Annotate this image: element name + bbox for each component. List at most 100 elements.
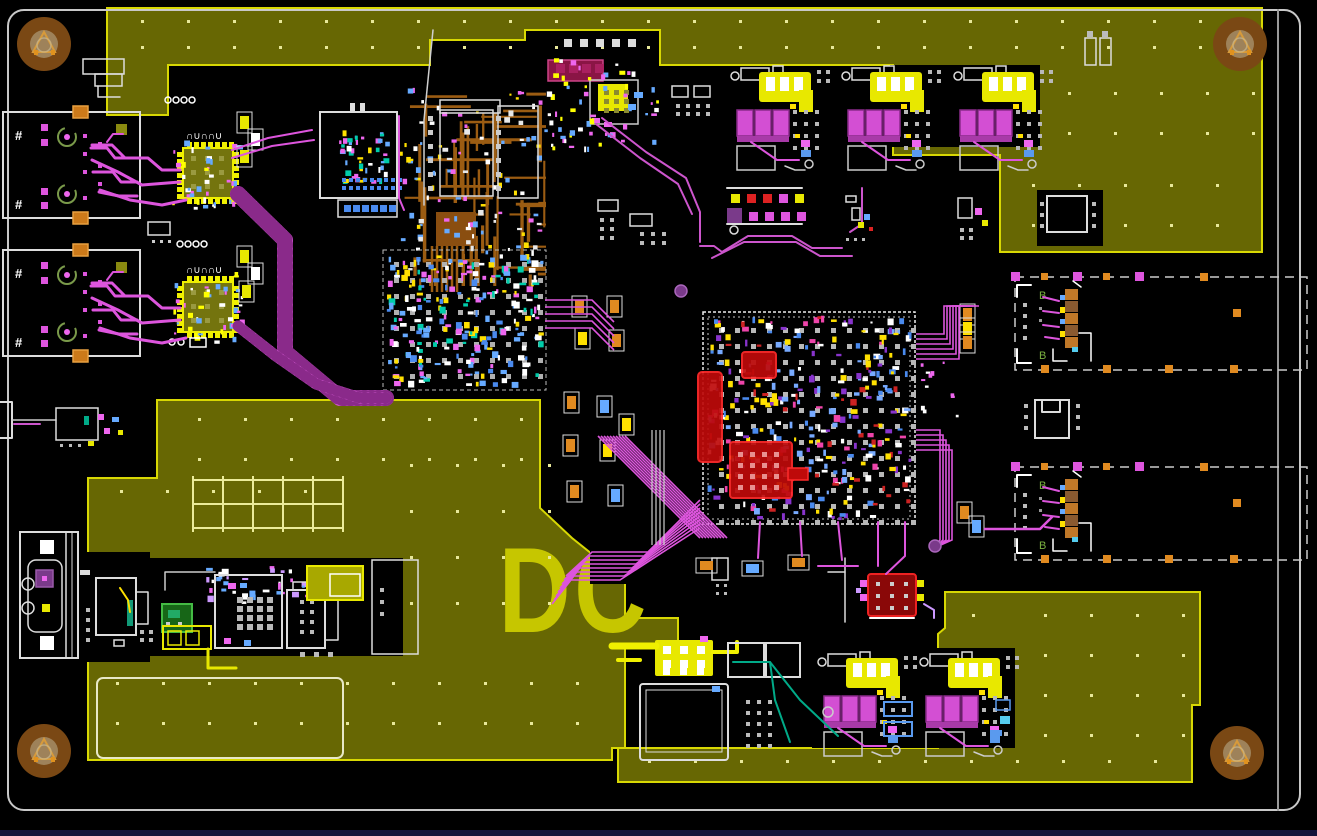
pour-thermal-dots bbox=[693, 20, 696, 23]
cpu-bga-routing bbox=[418, 285, 422, 291]
cluster-ic-pad bbox=[983, 663, 992, 677]
main-bga-balls bbox=[799, 520, 804, 525]
pour-thermal-dots bbox=[739, 46, 742, 49]
main-bga-routing bbox=[724, 415, 729, 421]
misc-bits bbox=[950, 393, 955, 397]
shield-box-parts bbox=[355, 140, 359, 145]
edge-pad bbox=[1233, 499, 1241, 507]
ddr-parts-noise bbox=[505, 177, 510, 183]
main-bga-balls bbox=[895, 328, 900, 333]
pour-thermal-dots bbox=[1124, 184, 1127, 187]
shield-box-parts bbox=[350, 148, 355, 154]
edge-conn-bracket bbox=[1016, 538, 1032, 554]
phy-decoupling bbox=[191, 147, 194, 154]
cluster-bit bbox=[801, 140, 810, 147]
cpu-bga-routing bbox=[443, 314, 447, 320]
misc-bits bbox=[920, 405, 925, 411]
silkscreen-bracket bbox=[97, 85, 121, 98]
edge-pad bbox=[1041, 555, 1049, 563]
rj45-pad bbox=[41, 188, 48, 195]
main-bga-routing bbox=[767, 330, 773, 334]
cluster-magenta-pad bbox=[961, 695, 979, 723]
cpu-bga-routing bbox=[420, 376, 426, 379]
silkscreen-circle bbox=[188, 96, 196, 104]
cpu-bga-routing bbox=[434, 362, 441, 366]
main-bga-balls bbox=[831, 456, 836, 461]
dc-power-jack bbox=[19, 531, 79, 659]
cpu-bga-routing bbox=[519, 332, 525, 336]
cpu-bga-routing bbox=[528, 267, 536, 273]
main-bga-routing bbox=[824, 463, 828, 469]
big-silk-box-inner bbox=[645, 689, 723, 753]
main-bga-balls bbox=[879, 376, 884, 381]
pour-thermal-dots bbox=[346, 722, 349, 725]
main-bga-routing bbox=[811, 350, 815, 357]
yellow-highlight-trace bbox=[711, 640, 739, 654]
trace bbox=[398, 115, 405, 211]
cpu-bga-routing bbox=[392, 341, 398, 348]
edge-connector-1: BB bbox=[1011, 272, 1308, 373]
main-bga-balls bbox=[735, 376, 740, 381]
main-bga-balls bbox=[831, 472, 836, 477]
cpu-bga-balls bbox=[538, 294, 543, 299]
cpu-bga-routing bbox=[523, 307, 527, 312]
cpu-bga-routing bbox=[471, 353, 475, 357]
main-bga-routing bbox=[833, 470, 838, 475]
phy-decoupling bbox=[232, 143, 238, 149]
pin-bit bbox=[1060, 485, 1065, 490]
maroon-component-pads bbox=[595, 64, 604, 73]
pour-thermal-dots bbox=[417, 20, 420, 23]
top-center-noise bbox=[609, 132, 616, 138]
ddr-parts-noise bbox=[412, 87, 415, 94]
pour-thermal-dots bbox=[1182, 694, 1185, 697]
silkscreen-tick bbox=[350, 103, 355, 113]
pad-grid bbox=[696, 104, 700, 108]
capacitor-outline bbox=[566, 480, 583, 503]
main-bga-routing bbox=[903, 488, 910, 492]
ddr-parts-noise bbox=[470, 245, 474, 252]
cluster-dots bbox=[815, 122, 819, 126]
top-center-noise bbox=[587, 77, 592, 81]
main-bga-routing bbox=[844, 513, 848, 519]
qfp-pins-top bbox=[208, 142, 213, 147]
main-bga-routing bbox=[750, 506, 757, 512]
cpu-bga-routing bbox=[485, 315, 490, 322]
silkscreen-circle bbox=[164, 96, 172, 104]
main-bga-routing bbox=[738, 380, 745, 385]
cpu-bga-routing bbox=[400, 322, 407, 327]
cluster-dots bbox=[915, 122, 919, 126]
pad-grid bbox=[768, 744, 772, 748]
cpu-bga-routing bbox=[418, 285, 425, 288]
ddr-parts-noise bbox=[458, 151, 462, 155]
cpu-bga-balls bbox=[490, 342, 495, 347]
ddr-parts-noise bbox=[461, 260, 468, 264]
phy-decoupling bbox=[174, 332, 177, 335]
ddr-pads bbox=[496, 130, 501, 135]
cpu-bga-routing bbox=[526, 298, 533, 302]
pour-thermal-dots bbox=[1114, 92, 1117, 95]
pad-grid bbox=[600, 218, 604, 222]
pad-grid bbox=[247, 606, 253, 612]
main-bga-balls bbox=[847, 488, 852, 493]
phy-decoupling bbox=[175, 299, 180, 304]
qfp-pins-bottom bbox=[194, 199, 199, 204]
phy-decoupling bbox=[237, 310, 241, 313]
cpu-bga-balls bbox=[490, 326, 495, 331]
main-bga-routing bbox=[857, 360, 862, 363]
pour-thermal-dots bbox=[1090, 734, 1093, 737]
pour-thermal-dots bbox=[162, 722, 165, 725]
cpu-bga-routing bbox=[457, 259, 463, 263]
pour-thermal-dots bbox=[548, 510, 551, 513]
main-bga-routing bbox=[857, 429, 861, 434]
cpu-bga-balls bbox=[506, 294, 511, 299]
pad-grid bbox=[610, 236, 614, 240]
cpu-bga-routing bbox=[466, 270, 473, 274]
ddr-parts-noise bbox=[526, 137, 530, 142]
main-bga-balls bbox=[847, 520, 852, 525]
main-bga-balls bbox=[911, 504, 916, 509]
pin-lead bbox=[1044, 526, 1060, 530]
main-bga-balls bbox=[799, 360, 804, 365]
pad-col bbox=[1040, 224, 1044, 228]
